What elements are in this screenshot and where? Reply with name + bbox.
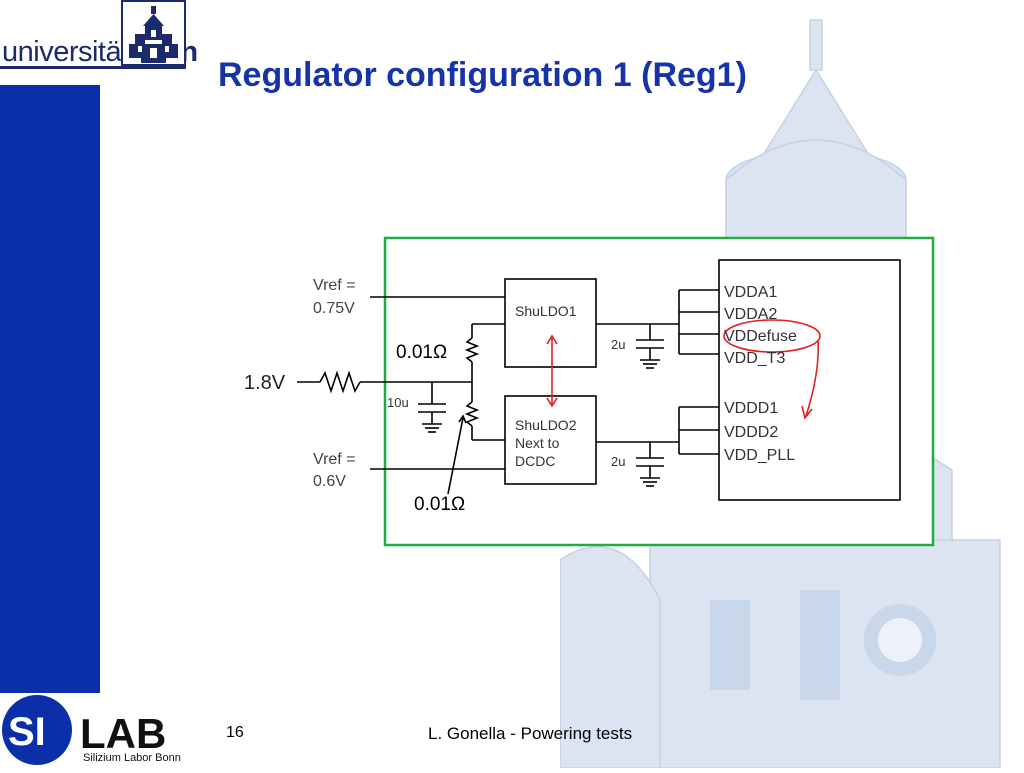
cap-top-label: 2u bbox=[611, 337, 625, 352]
pin-vddd2: VDDD2 bbox=[724, 424, 778, 441]
cap-bottom-label: 2u bbox=[611, 454, 625, 469]
input-voltage-label: 1.8V bbox=[244, 372, 286, 394]
silab-logo-si: SI bbox=[8, 710, 46, 754]
vref-top-line2: 0.75V bbox=[313, 300, 355, 317]
regulator-schematic: Vref = 0.75V Vref = 0.6V 1.8V 10u 0.01Ω … bbox=[244, 236, 935, 547]
shuldo2-box bbox=[504, 395, 597, 485]
shuldo1-box bbox=[504, 278, 597, 368]
pin-vdda2: VDDA2 bbox=[724, 306, 777, 323]
vref-bottom-line1: Vref = bbox=[313, 451, 356, 468]
footer-author: L. Gonella - Powering tests bbox=[428, 724, 633, 743]
resistor-top-label: 0.01Ω bbox=[396, 342, 447, 363]
silab-logo-lab: LAB bbox=[80, 710, 166, 757]
silab-subtitle: Silizium Labor Bonn bbox=[83, 752, 181, 764]
chip-box bbox=[718, 259, 901, 501]
sidebar-band bbox=[0, 85, 100, 693]
pin-vddd1: VDDD1 bbox=[724, 400, 778, 417]
vref-bottom-line2: 0.6V bbox=[313, 473, 346, 490]
university-crest-icon bbox=[121, 0, 186, 66]
vref-top-line1: Vref = bbox=[313, 277, 356, 294]
page-number: 16 bbox=[226, 724, 244, 741]
shuldo1-label: ShuLDO1 bbox=[515, 303, 577, 319]
silab-logo: SI LAB bbox=[0, 693, 200, 768]
university-name-regular: universität bbox=[2, 36, 129, 68]
vddefuse-highlight bbox=[723, 319, 821, 353]
shuldo2-label-line3: DCDC bbox=[515, 453, 555, 469]
university-underline bbox=[0, 66, 186, 69]
pin-vdda1: VDDA1 bbox=[724, 284, 777, 301]
pin-vdd-t3: VDD_T3 bbox=[724, 350, 785, 367]
pin-vddefuse: VDDefuse bbox=[724, 328, 797, 345]
pin-vdd-pll: VDD_PLL bbox=[724, 447, 795, 464]
silab-logo-mark-icon: SI LAB bbox=[2, 695, 166, 765]
input-resistor bbox=[319, 370, 361, 394]
shuldo2-label-line2: Next to bbox=[515, 435, 560, 451]
slide-title: Regulator configuration 1 (Reg1) bbox=[218, 56, 747, 94]
resistor-bottom-label: 0.01Ω bbox=[414, 494, 465, 515]
university-logo: universitätbonn bbox=[0, 0, 198, 70]
input-cap-label: 10u bbox=[387, 395, 409, 410]
shuldo2-label-line1: ShuLDO2 bbox=[515, 417, 577, 433]
